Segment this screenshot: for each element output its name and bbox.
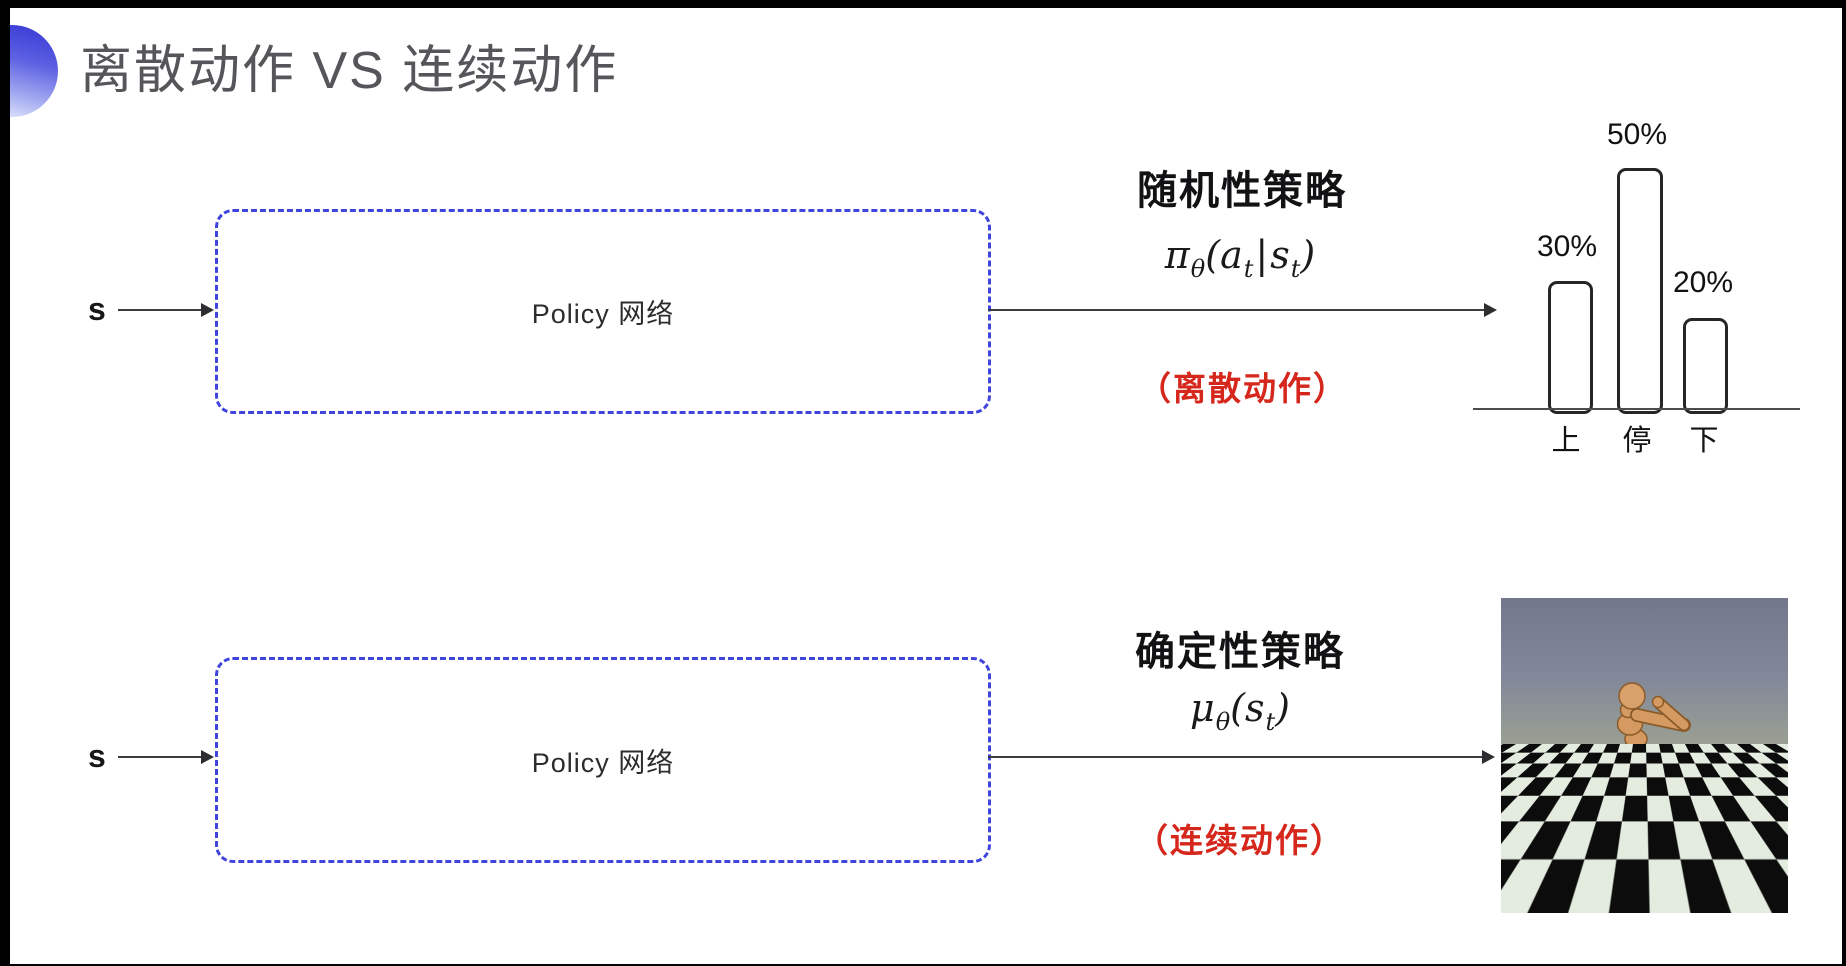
page-title: 离散动作 VS 连续动作 <box>80 42 619 100</box>
bar-value-label: 30% <box>1536 230 1598 263</box>
chart-bar-stop <box>1617 168 1663 414</box>
formula-close-paren: ) <box>1300 233 1316 277</box>
humanoid-figure <box>1561 682 1697 898</box>
formula-state-var: s <box>1244 686 1265 730</box>
stochastic-policy-formula: πθ(at|st) <box>1165 233 1315 283</box>
deterministic-policy-formula: μθ(st) <box>1190 686 1290 736</box>
input-arrow <box>118 750 214 764</box>
bar-value-label: 50% <box>1606 118 1668 151</box>
formula-given-bar: | <box>1255 233 1269 277</box>
formula-action-sub: t <box>1243 255 1254 283</box>
state-input-label: s <box>88 291 106 327</box>
policy-network-box: Policy 网络 <box>215 657 991 863</box>
output-arrow <box>988 750 1495 764</box>
formula-theta-sub: θ <box>1215 708 1231 736</box>
chart-bar-up <box>1548 281 1593 414</box>
letterbox-right <box>1842 0 1846 966</box>
formula-action-var: a <box>1220 233 1243 277</box>
deterministic-policy-title: 确定性策略 <box>1135 630 1345 674</box>
formula-mu: μ <box>1190 686 1215 730</box>
letterbox-left <box>0 0 10 966</box>
formula-state-sub: t <box>1265 708 1276 736</box>
chart-bar-down <box>1683 318 1728 414</box>
formula-state-sub: t <box>1290 255 1301 283</box>
formula-pi: π <box>1164 233 1190 277</box>
bar-category-label: 上 <box>1551 425 1581 457</box>
bar-category-label: 下 <box>1689 425 1719 457</box>
state-input-label: s <box>88 738 106 774</box>
bar-value-label: 20% <box>1672 266 1734 299</box>
letterbox-bottom <box>0 964 1846 966</box>
stochastic-policy-title: 随机性策略 <box>1137 169 1347 213</box>
chart-baseline <box>1473 408 1800 410</box>
formula-close-paren: ) <box>1275 686 1290 730</box>
bar-category-label: 停 <box>1622 425 1652 457</box>
input-arrow <box>118 303 214 317</box>
humanoid-simulation-image <box>1501 598 1788 913</box>
policy-network-box: Policy 网络 <box>215 209 991 414</box>
letterbox-top <box>0 0 1846 8</box>
formula-open-paren: ( <box>1205 233 1221 277</box>
policy-network-label: Policy 网络 <box>531 299 675 329</box>
formula-state-var: s <box>1270 233 1290 277</box>
output-arrow <box>988 303 1497 317</box>
action-type-note: （离散动作） <box>1138 370 1348 407</box>
action-type-note: （连续动作） <box>1135 822 1345 859</box>
policy-network-label: Policy 网络 <box>531 747 675 778</box>
formula-theta-sub: θ <box>1190 255 1206 283</box>
formula-open-paren: ( <box>1230 686 1245 730</box>
